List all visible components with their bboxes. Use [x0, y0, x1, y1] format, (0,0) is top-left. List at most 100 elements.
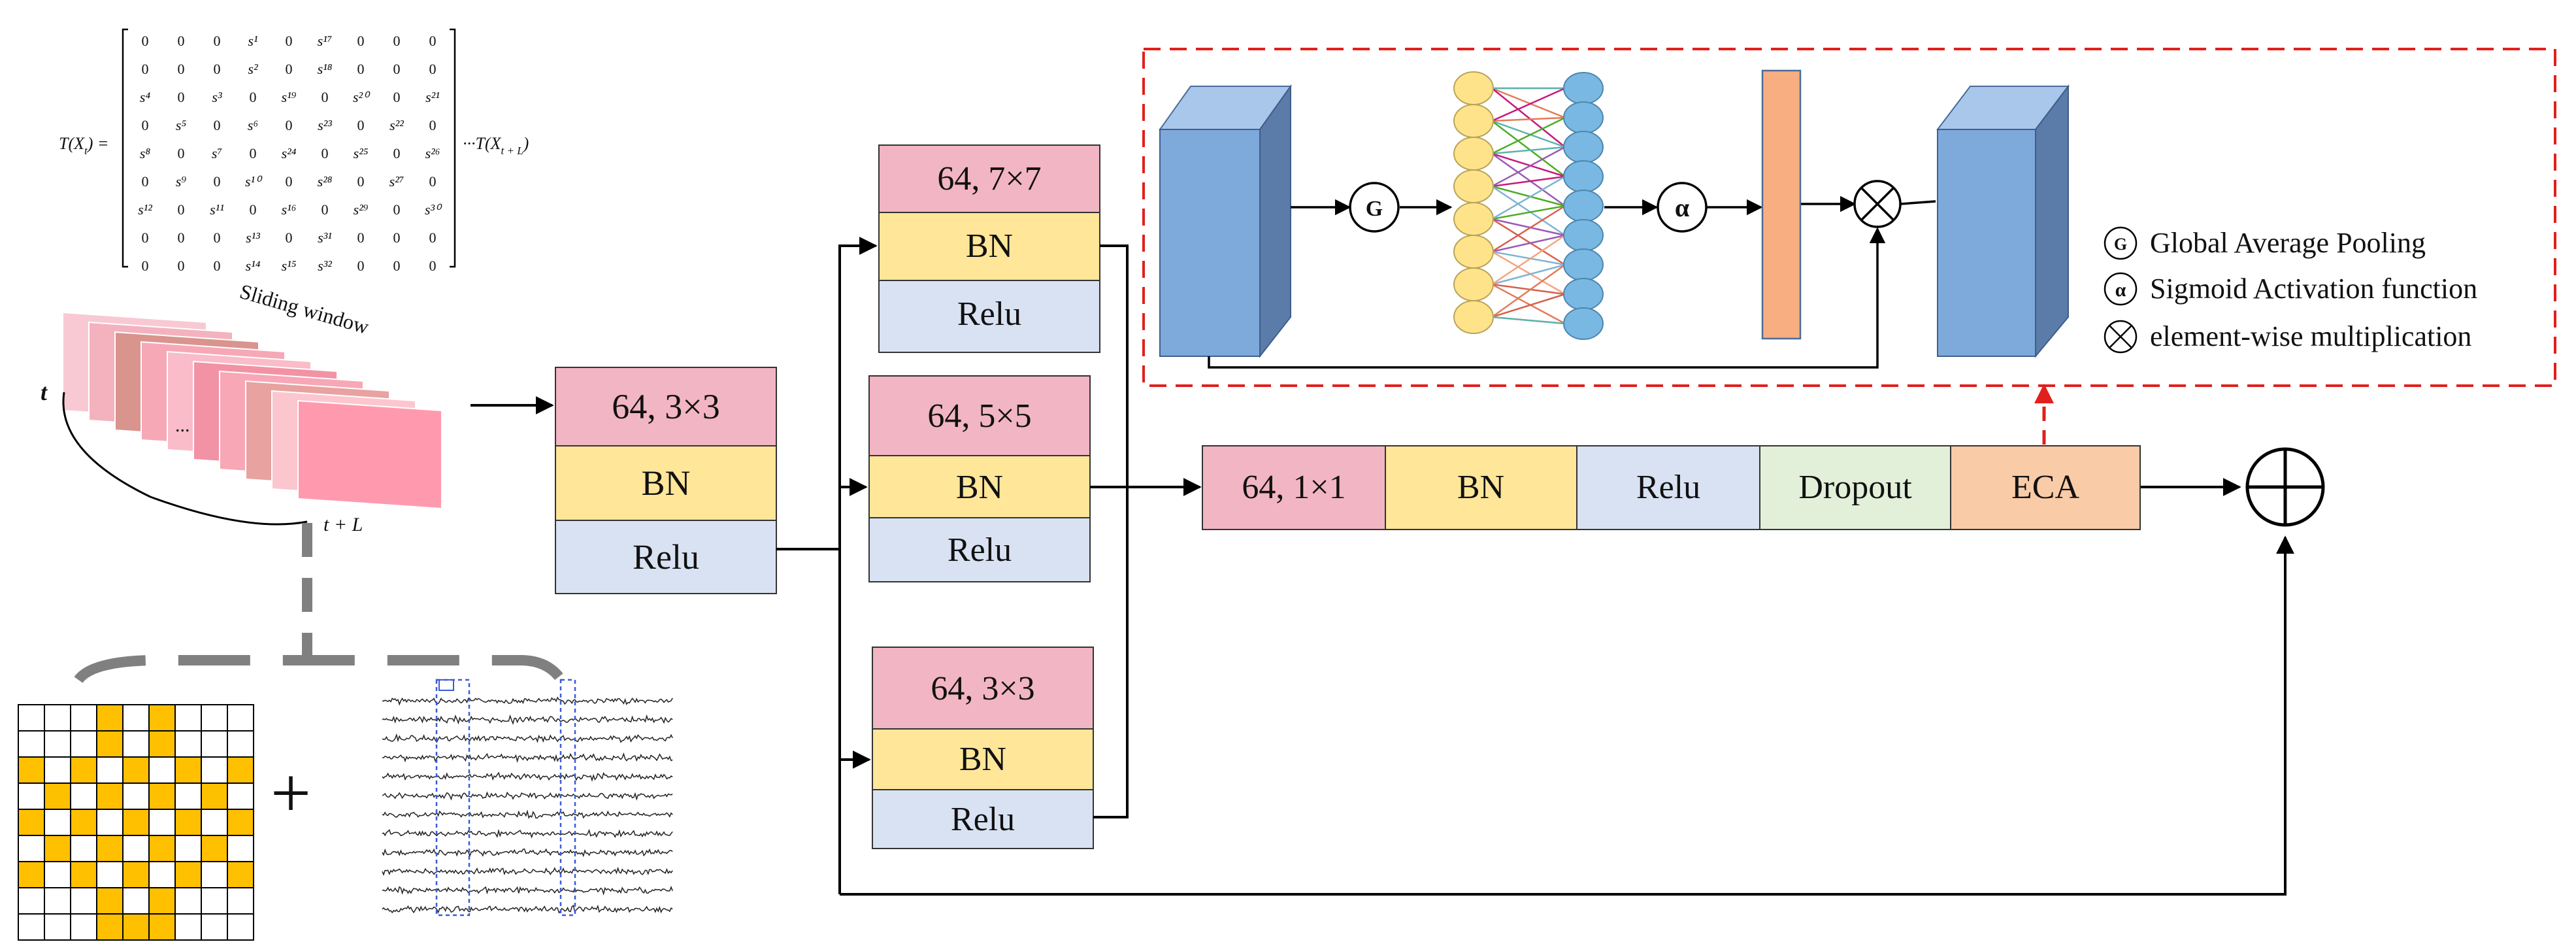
fc-edge — [1491, 88, 1566, 148]
arrow-to-branch1 — [838, 237, 878, 549]
legend-item-gap: G Global Average Pooling — [2104, 226, 2426, 260]
residual-arrow — [840, 535, 2294, 896]
grid-cell — [18, 809, 45, 836]
eeg-trace — [382, 809, 673, 819]
ellipsis-label: ... — [175, 414, 190, 436]
fc-edge — [1491, 250, 1566, 266]
grid-cell — [227, 861, 254, 888]
branch1-conv-label: 64, 7×7 — [937, 160, 1041, 197]
eca-detail: G α G Global Average Pooling α Sigmoid A — [1159, 69, 2477, 369]
matrix-cell: 0 — [322, 201, 329, 218]
matrix-cell: 0 — [250, 201, 257, 218]
conv-block-first: 64, 3×3 BN Relu — [555, 367, 777, 594]
matrix-cell: 0 — [142, 61, 149, 77]
matrix-cell: 0 — [357, 173, 365, 190]
sliding-window-label: Sliding window — [237, 279, 372, 339]
fc-edge — [1491, 218, 1566, 266]
matrix-cell: 0 — [178, 229, 185, 246]
eca-detail-box — [1142, 48, 2556, 387]
fc-edge — [1491, 218, 1566, 237]
branch2-bn-label: BN — [956, 469, 1003, 506]
eeg-trace — [382, 771, 673, 782]
grid-cell — [96, 756, 124, 784]
grid-cell — [174, 809, 202, 836]
matrix-cell: s¹¹ — [210, 201, 224, 218]
branch2-relu-box — [868, 517, 1091, 582]
eeg-trace — [382, 866, 673, 877]
matrix-cell: 0 — [178, 89, 185, 105]
matrix-left-bracket — [122, 28, 128, 268]
matrix-cell: 0 — [142, 117, 149, 133]
conv-first-label: 64, 3×3 — [612, 387, 719, 426]
grid-cell — [44, 704, 71, 732]
branch2-relu-label: Relu — [948, 531, 1012, 569]
matrix-cell: 0 — [429, 229, 437, 246]
fc-node-output — [1563, 248, 1604, 281]
pipe-conv-box — [1202, 445, 1386, 530]
grid-cell — [44, 887, 71, 915]
fc-node-output — [1563, 190, 1604, 222]
fc-node-output — [1563, 219, 1604, 252]
flow-arrows — [471, 237, 2294, 896]
sliding-window-stack: Sliding window t ... t + L — [41, 279, 442, 535]
grid-cell — [18, 782, 45, 810]
branch3-relu-label: Relu — [951, 801, 1015, 838]
grid-cell — [227, 809, 254, 836]
grid-cell — [122, 887, 150, 915]
grid-cell — [227, 730, 254, 758]
matrix-cell: 0 — [178, 33, 185, 49]
matrix-cell: s¹³ — [246, 229, 260, 246]
bn-first-box — [555, 445, 777, 521]
eeg-trace — [382, 848, 673, 858]
matrix-cell: s⁷ — [212, 145, 222, 161]
matrix-right-bracket — [450, 28, 456, 268]
branch-5x5: 64, 5×5 BN Relu — [868, 375, 1091, 582]
matrix-cell: 0 — [393, 89, 401, 105]
matrix-cell: 0 — [429, 258, 437, 274]
matrix-cell: s²⁹ — [354, 201, 369, 218]
grid-cell — [148, 704, 176, 732]
grid-cell — [227, 835, 254, 862]
window-frames — [62, 311, 442, 510]
grid-cell — [227, 704, 254, 732]
matrix-cell: 0 — [286, 229, 293, 246]
multiply-node — [1853, 180, 1902, 228]
legend-item-multiply: element-wise multiplication — [2104, 320, 2471, 354]
fc-edge — [1491, 120, 1566, 148]
branch-3x3: 64, 3×3 BN Relu — [872, 647, 1094, 849]
matrix-cell: 0 — [250, 145, 257, 161]
fc-node-output — [1563, 278, 1604, 311]
fc-node-input — [1453, 169, 1494, 203]
grid-cell — [174, 704, 202, 732]
fc-edge — [1491, 116, 1566, 122]
grid-cell — [122, 809, 150, 836]
grid-cell — [227, 913, 254, 941]
matrix-cell: 0 — [178, 61, 185, 77]
grid-cell — [148, 782, 176, 810]
fc-edge — [1491, 250, 1566, 295]
grid-cell — [44, 835, 71, 862]
grid-cell — [174, 835, 202, 862]
fc-node-output — [1563, 72, 1604, 105]
matrix-cell: 0 — [142, 33, 149, 49]
grid-cell — [70, 809, 97, 836]
matrix-cell: 0 — [322, 145, 329, 161]
grid-cell — [96, 730, 124, 758]
svg-text:α: α — [2115, 279, 2126, 301]
matrix-cell: s²² — [389, 117, 404, 133]
fc-node-input — [1453, 235, 1494, 269]
matrix-cell: 0 — [429, 117, 437, 133]
fc-node-output — [1563, 131, 1604, 163]
grid-cell — [148, 913, 176, 941]
eeg-trace — [382, 714, 673, 725]
grid-cell — [227, 782, 254, 810]
window-brace — [62, 392, 308, 526]
matrix-cell: 0 — [357, 258, 365, 274]
pipe-dropout-box — [1759, 445, 1951, 530]
grid-cell — [148, 809, 176, 836]
matrix-cell: 0 — [393, 201, 401, 218]
grid-cell — [70, 887, 97, 915]
conv-first-box — [555, 367, 777, 446]
eeg-trace — [382, 828, 673, 839]
fc-edge — [1491, 185, 1566, 237]
